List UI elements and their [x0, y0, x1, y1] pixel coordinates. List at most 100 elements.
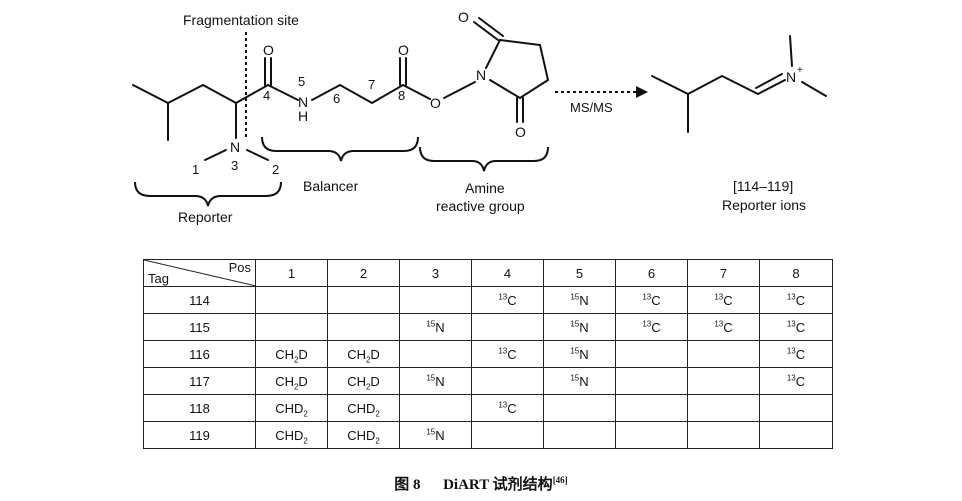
succinimide-nitrogen: N: [476, 67, 486, 83]
iminium-methyl-right: [801, 81, 827, 97]
column-header-3: 3: [399, 259, 472, 287]
tag-header-label: Tag: [148, 271, 169, 286]
oxygen-8: O: [398, 42, 409, 58]
label-cell: CH2D: [327, 340, 400, 368]
label-cell: 13C: [759, 340, 833, 368]
diart-reagent-scheme: Fragmentation site N 1 3 2 O 4 5 N H 6 7…: [132, 9, 827, 225]
label-cell: [687, 394, 760, 422]
iminium-bond-a: [757, 79, 786, 95]
position-1: 1: [192, 162, 199, 177]
amide-nitrogen: N: [298, 94, 308, 110]
label-cell: 15N: [543, 286, 616, 314]
balancer-label: Balancer: [303, 178, 359, 194]
label-cell: 15N: [399, 421, 472, 449]
tag-value-cell: 114: [143, 286, 256, 314]
succinimide-oxygen-top: O: [458, 9, 469, 25]
reporter-brace: [134, 181, 282, 207]
iminium-methyl-up: [789, 35, 793, 67]
label-cell: [687, 421, 760, 449]
succinimide-co-top: [473, 21, 499, 41]
label-cell: [327, 313, 400, 341]
column-header-6: 6: [615, 259, 688, 287]
label-cell: 15N: [543, 313, 616, 341]
position-8: 8: [398, 88, 405, 103]
label-cell: 13C: [471, 340, 544, 368]
label-cell: [543, 394, 616, 422]
label-cell: CHD2: [255, 421, 328, 449]
label-cell: [471, 367, 544, 395]
amine-label-line2: reactive group: [436, 198, 525, 214]
reporter-nitrogen: N: [230, 139, 240, 155]
pos-header-label: Pos: [228, 260, 251, 275]
label-cell: [615, 394, 688, 422]
label-cell: CH2D: [255, 367, 328, 395]
column-header-5: 5: [543, 259, 616, 287]
reporter-ions-label: Reporter ions: [722, 197, 806, 213]
label-cell: [255, 286, 328, 314]
label-cell: 13C: [759, 313, 833, 341]
reporter-ion-chain: [651, 74, 759, 96]
label-cell: [687, 367, 760, 395]
label-cell: CH2D: [255, 340, 328, 368]
ester-bond: [402, 84, 431, 100]
label-cell: [687, 340, 760, 368]
position-7: 7: [368, 77, 375, 92]
amide-hydrogen: H: [298, 108, 308, 124]
label-cell: 13C: [687, 286, 760, 314]
fragmentation-site-label: Fragmentation site: [183, 12, 299, 28]
position-3: 3: [231, 158, 238, 173]
amide-bond: [267, 84, 299, 101]
label-cell: [255, 313, 328, 341]
balancer-brace: [261, 136, 419, 162]
label-cell: [471, 313, 544, 341]
column-header-2: 2: [327, 259, 400, 287]
balancer-chain: [311, 83, 404, 105]
header-diagonal-line: [144, 260, 256, 286]
msms-arrow-head: [636, 86, 648, 98]
tag-value-cell: 118: [143, 394, 256, 422]
label-cell: 13C: [687, 313, 760, 341]
label-cell: 13C: [615, 313, 688, 341]
label-cell: [615, 421, 688, 449]
succinimide-oxygen-bottom: O: [515, 124, 526, 140]
oxygen-4: O: [263, 42, 274, 58]
label-cell: 13C: [759, 367, 833, 395]
tag-value-cell: 116: [143, 340, 256, 368]
label-cell: [615, 367, 688, 395]
reporter-label: Reporter: [178, 209, 233, 225]
n-methyl-2: [246, 149, 269, 161]
label-cell: 13C: [471, 394, 544, 422]
label-cell: 15N: [399, 367, 472, 395]
label-cell: [543, 421, 616, 449]
label-cell: 15N: [543, 367, 616, 395]
figure-title: DiART 试剂结构: [443, 477, 553, 493]
msms-label: MS/MS: [570, 100, 613, 115]
position-5: 5: [298, 74, 305, 89]
tag-value-cell: 115: [143, 313, 256, 341]
label-cell: CHD2: [327, 394, 400, 422]
label-cell: [471, 421, 544, 449]
position-2: 2: [272, 162, 279, 177]
label-cell: [615, 340, 688, 368]
amine-brace: [419, 146, 549, 172]
column-header-4: 4: [471, 259, 544, 287]
position-4: 4: [263, 88, 270, 103]
o-n-bond: [443, 81, 476, 99]
figure-caption: 图 8 DiART 试剂结构[46]: [0, 473, 962, 494]
succinimide-co-top-b: [478, 17, 504, 37]
label-cell: [399, 286, 472, 314]
tag-value-cell: 117: [143, 367, 256, 395]
figure-number: 图 8: [394, 477, 421, 493]
label-cell: 13C: [759, 286, 833, 314]
label-cell: [327, 286, 400, 314]
label-cell: [759, 421, 833, 449]
position-6: 6: [333, 91, 340, 106]
